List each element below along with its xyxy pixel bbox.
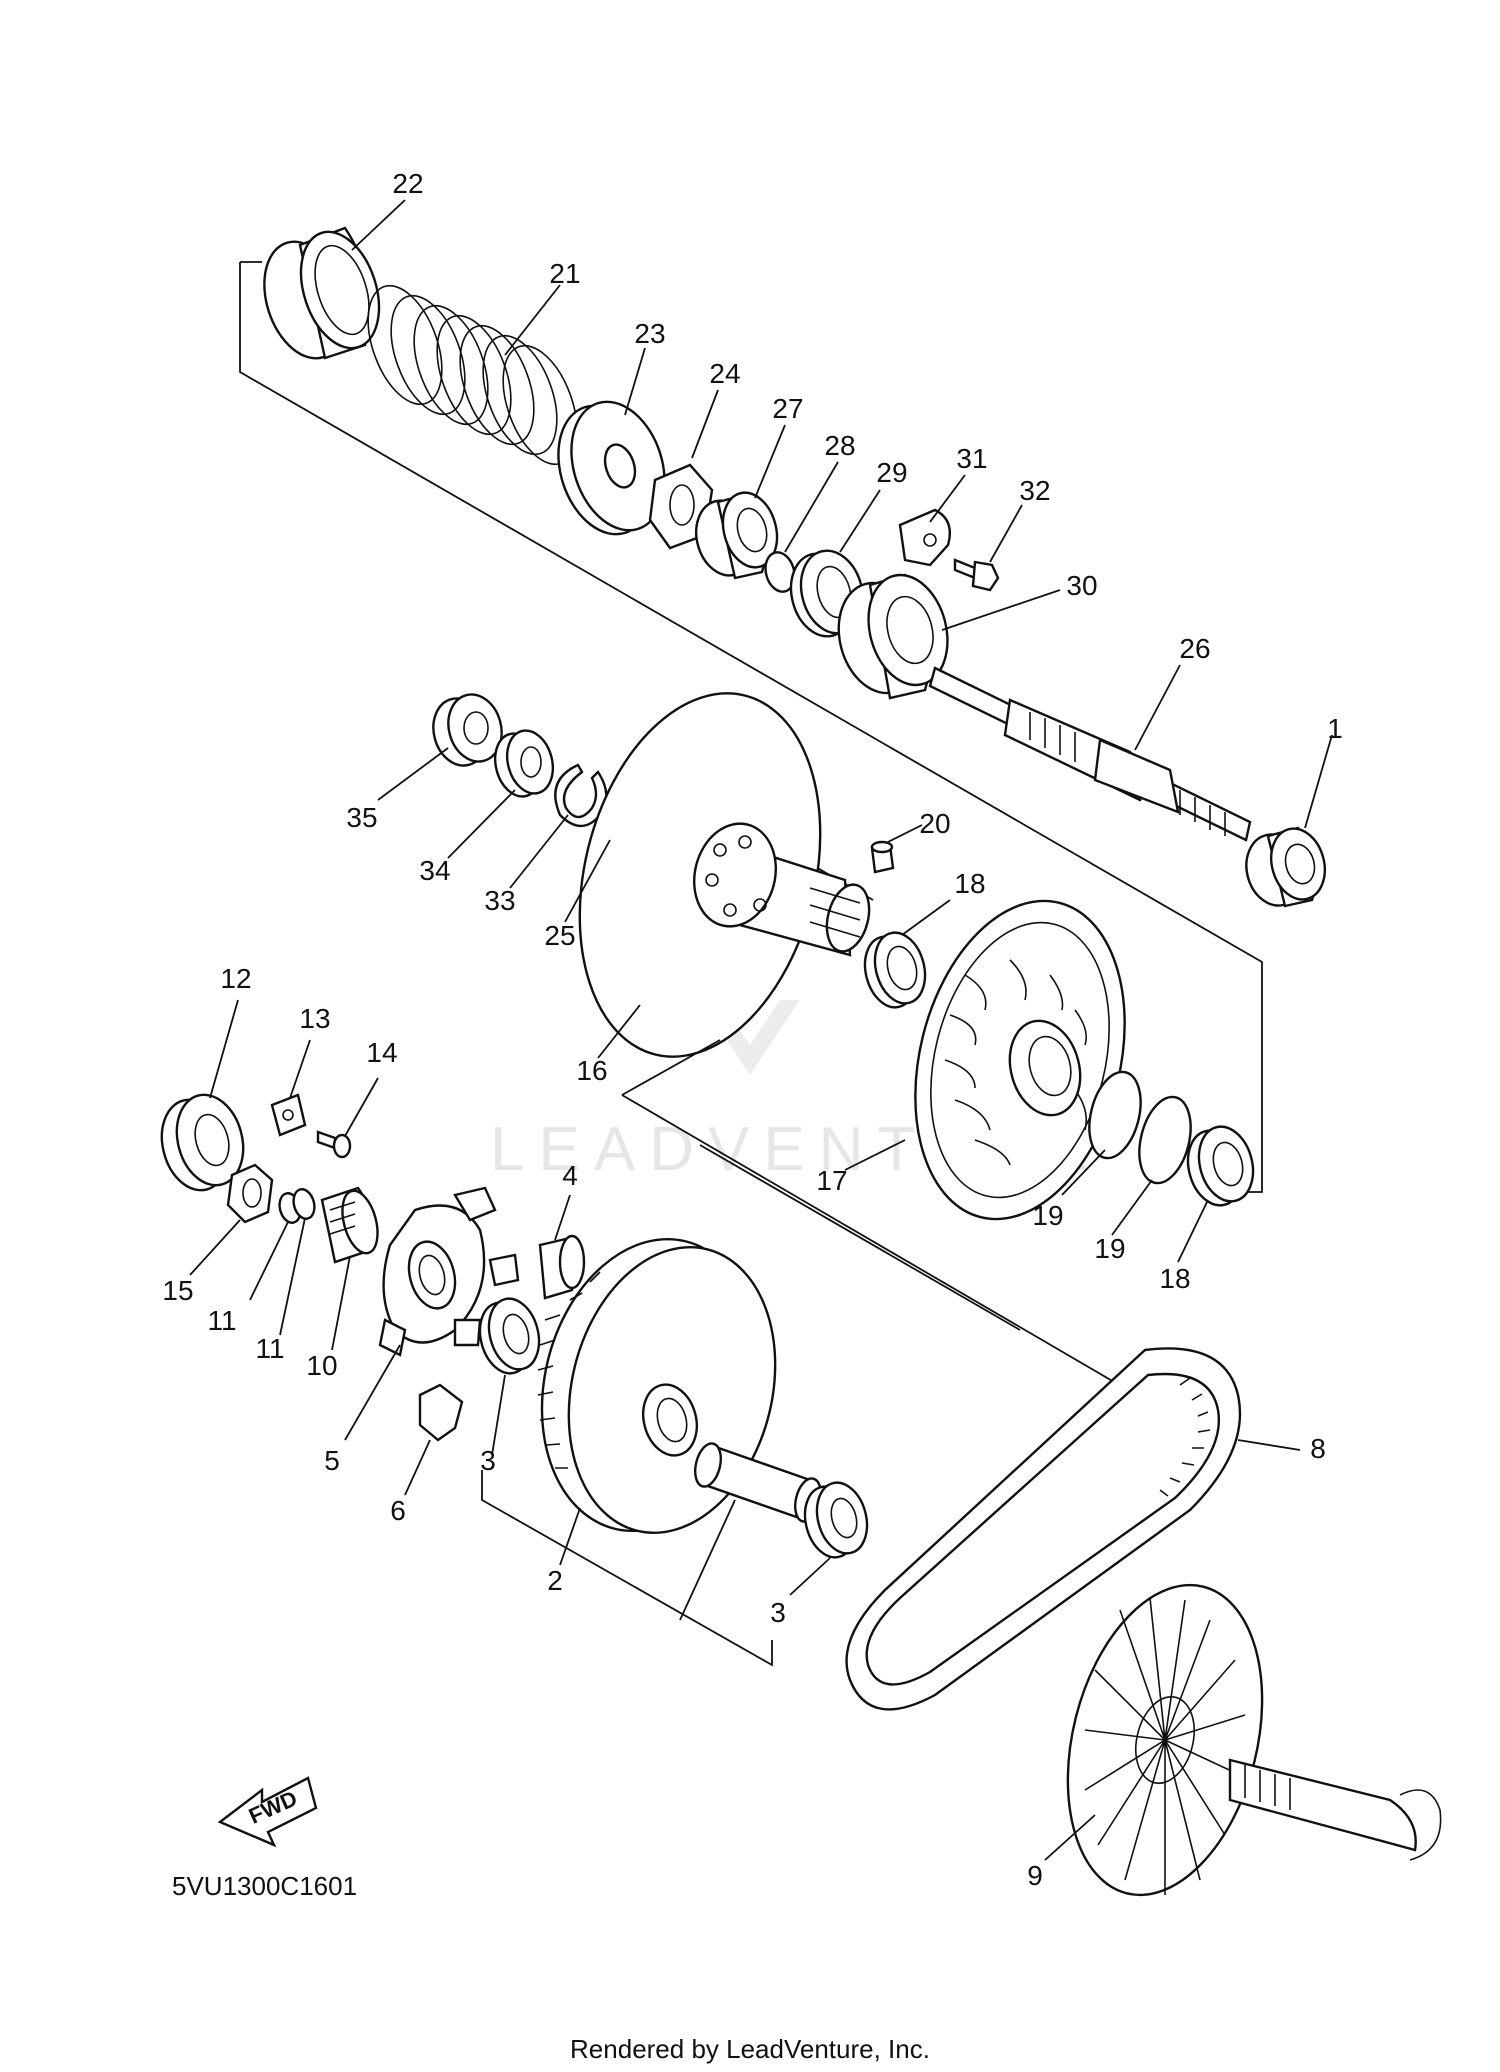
part-18-oil-seal-lower bbox=[1186, 1125, 1255, 1207]
bracket-2-3 bbox=[481, 1470, 773, 1667]
part-3-seal-right bbox=[803, 1481, 869, 1559]
callout-12: 12 bbox=[220, 963, 251, 994]
callout-28: 28 bbox=[824, 430, 855, 461]
callout-22: 22 bbox=[392, 168, 423, 199]
callout-19-a: 19 bbox=[1032, 1200, 1063, 1231]
part-22-sleeve bbox=[263, 226, 381, 360]
part-30-bearing bbox=[837, 573, 949, 700]
part-15-nut bbox=[226, 1163, 274, 1224]
part-5-cam bbox=[378, 1186, 520, 1357]
callout-13: 13 bbox=[299, 1003, 330, 1034]
callout-1: 1 bbox=[1327, 713, 1343, 744]
part-1-bearing bbox=[1245, 826, 1326, 908]
callout-20: 20 bbox=[919, 808, 950, 839]
callout-25: 25 bbox=[544, 920, 575, 951]
callout-10: 10 bbox=[306, 1350, 337, 1381]
part-32-bolt bbox=[953, 558, 1000, 592]
part-3-seal-left bbox=[478, 1297, 541, 1375]
part-19-o-ring-b bbox=[1138, 1095, 1192, 1185]
part-23-washer bbox=[557, 400, 666, 536]
part-6-slider bbox=[418, 1383, 464, 1442]
callout-32: 32 bbox=[1019, 475, 1050, 506]
callout-9: 9 bbox=[1027, 1860, 1043, 1891]
diagram-code: 5VU1300C1601 bbox=[172, 1871, 357, 1901]
part-18-oil-seal-upper bbox=[863, 931, 927, 1009]
callout-8: 8 bbox=[1310, 1433, 1326, 1464]
callout-14: 14 bbox=[366, 1037, 397, 1068]
leader-lines bbox=[189, 199, 1333, 1861]
callout-5: 5 bbox=[324, 1445, 340, 1476]
fwd-arrow-icon: FWD bbox=[217, 1776, 318, 1848]
callout-labels: 22 21 23 24 27 28 29 31 32 30 26 1 35 34… bbox=[162, 168, 1342, 1891]
callout-19-b: 19 bbox=[1094, 1233, 1125, 1264]
callout-33: 33 bbox=[484, 885, 515, 916]
part-26-shaft bbox=[928, 666, 1252, 842]
part-14-screw bbox=[316, 1130, 352, 1159]
callout-11-a: 11 bbox=[207, 1305, 236, 1336]
callout-27: 27 bbox=[772, 393, 803, 424]
part-16-fixed-sheave bbox=[578, 692, 871, 1058]
callout-3-left: 3 bbox=[480, 1445, 496, 1476]
part-21-spring bbox=[367, 284, 578, 466]
callout-18-upper: 18 bbox=[954, 868, 985, 899]
callout-31: 31 bbox=[956, 443, 987, 474]
part-31-plate bbox=[898, 508, 952, 567]
callout-4: 4 bbox=[562, 1160, 578, 1191]
part-27-bearing bbox=[695, 491, 779, 580]
callout-15: 15 bbox=[162, 1275, 193, 1306]
part-19-o-ring-a bbox=[1088, 1070, 1142, 1160]
callout-18-lower: 18 bbox=[1159, 1263, 1190, 1294]
part-4-collar bbox=[538, 1234, 586, 1300]
part-20-pin bbox=[870, 840, 895, 874]
part-8-belt bbox=[845, 1347, 1242, 1711]
callout-2: 2 bbox=[547, 1565, 563, 1596]
callout-11-b: 11 bbox=[255, 1333, 284, 1364]
callout-35: 35 bbox=[346, 802, 377, 833]
part-10-bushing bbox=[320, 1186, 379, 1264]
callout-17: 17 bbox=[816, 1165, 847, 1196]
callout-3-right: 3 bbox=[770, 1597, 786, 1628]
assembly-frame-middle bbox=[621, 1039, 1146, 1401]
part-12-oil-seal bbox=[160, 1093, 245, 1192]
callout-24: 24 bbox=[709, 358, 740, 389]
part-11-o-ring-b bbox=[292, 1188, 316, 1220]
callout-6: 6 bbox=[390, 1495, 406, 1526]
callout-16: 16 bbox=[576, 1055, 607, 1086]
callout-21: 21 bbox=[549, 258, 580, 289]
footer-credit: Rendered by LeadVenture, Inc. bbox=[570, 2034, 930, 2064]
callout-30: 30 bbox=[1066, 570, 1097, 601]
part-9-secondary-sheave bbox=[1066, 1583, 1442, 1897]
callout-23: 23 bbox=[634, 318, 665, 349]
callout-34: 34 bbox=[419, 855, 450, 886]
part-17-movable-sheave bbox=[914, 899, 1126, 1221]
part-33-circlip bbox=[554, 763, 608, 827]
part-34-bearing bbox=[493, 729, 555, 798]
part-13-plate bbox=[270, 1093, 307, 1137]
callout-29: 29 bbox=[876, 457, 907, 488]
part-28-o-ring bbox=[764, 551, 796, 593]
callout-26: 26 bbox=[1179, 633, 1210, 664]
